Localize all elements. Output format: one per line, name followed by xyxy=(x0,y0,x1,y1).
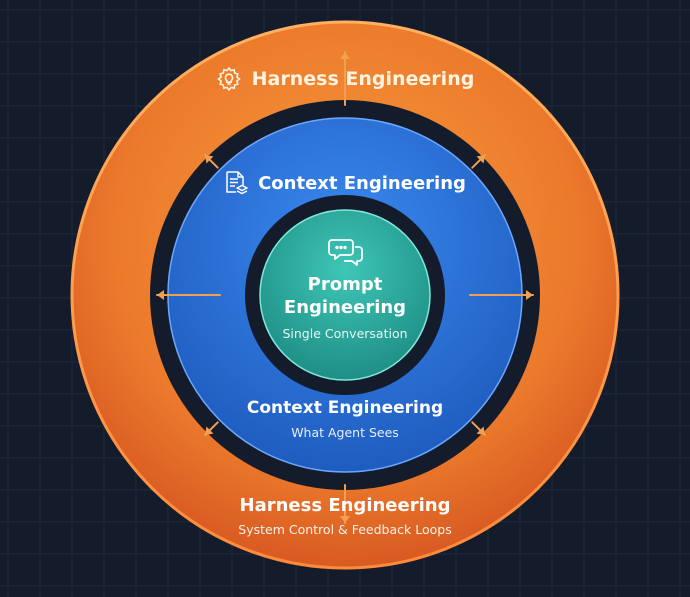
context-subtitle: What Agent Sees xyxy=(291,425,399,440)
harness-top-title: Harness Engineering xyxy=(0,66,690,92)
harness-bottom-title: Harness Engineering xyxy=(239,495,451,516)
context-top-title: Context Engineering xyxy=(0,170,690,196)
prompt-core xyxy=(259,209,431,381)
context-top-text: Context Engineering xyxy=(258,172,466,194)
prompt-title-line2: Engineering xyxy=(283,297,407,318)
arrow-head xyxy=(340,516,350,523)
arrow-head xyxy=(526,290,533,300)
harness-subtitle: System Control & Feedback Loops xyxy=(238,522,452,537)
prompt-title-line1: Prompt xyxy=(307,274,383,295)
gear-bulb-icon xyxy=(216,66,241,92)
arrow-head xyxy=(204,154,214,164)
arrow-head xyxy=(157,290,164,300)
document-stack-icon xyxy=(226,171,248,195)
prompt-subtitle: Single Conversation xyxy=(282,326,408,341)
arrow-head xyxy=(204,426,214,436)
harness-top-text: Harness Engineering xyxy=(251,68,475,90)
arrow-head xyxy=(476,154,486,164)
chat-bubbles-icon xyxy=(328,239,363,266)
arrow-head xyxy=(340,52,350,59)
context-bottom-title: Context Engineering xyxy=(246,398,444,418)
arrow-head xyxy=(476,426,486,436)
expansion-arrows xyxy=(156,51,534,524)
